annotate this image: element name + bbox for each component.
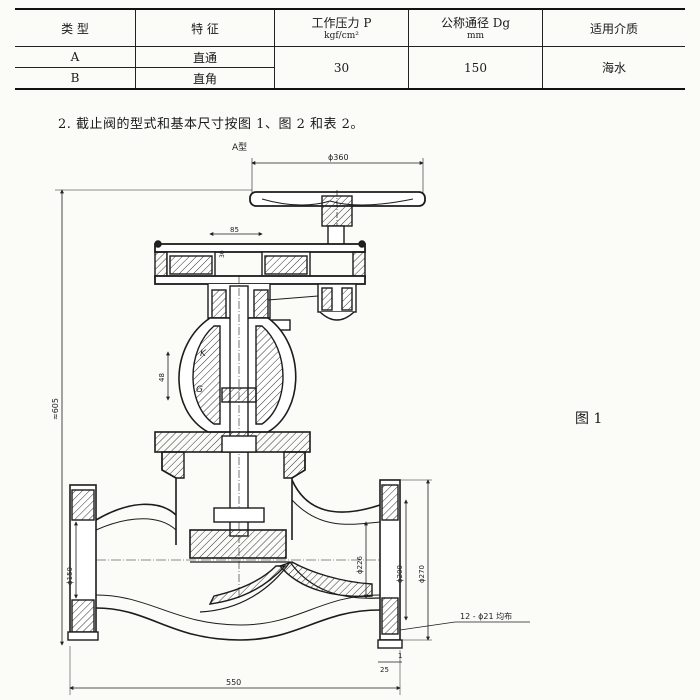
medium-value: 海水 — [542, 46, 685, 90]
header-diameter-unit: mm — [466, 31, 485, 41]
dim-30-label: 30 — [219, 250, 226, 258]
row-type: B — [15, 67, 136, 90]
table-row: A 直通 30 150 海水 — [15, 46, 685, 90]
dim-phi226-label: ϕ226 — [356, 555, 364, 574]
leader-line — [399, 621, 456, 631]
dim-48-label: 48 — [158, 373, 166, 382]
header-pressure: 工作压力 P kgf/cm² — [274, 8, 409, 47]
type-label: A型 — [232, 142, 247, 153]
dim-550-label: 550 — [226, 678, 241, 687]
spec-table: 类 型 特 征 工作压力 P kgf/cm² 公称通径 Dg mm 适用介质 A… — [15, 8, 685, 90]
label-k: K — [200, 349, 207, 359]
header-diameter-label: 公称通径 Dg — [440, 16, 511, 30]
gear-housing — [154, 240, 366, 285]
label-g: G — [196, 385, 203, 395]
row-feature: 直角 — [135, 67, 275, 90]
dim-85-label: 85 — [230, 226, 239, 234]
pressure-value: 30 — [274, 46, 409, 90]
valve-drawing: A型 ϕ360 85 30 — [51, 142, 530, 695]
valve-body — [67, 479, 403, 649]
spec-header-row: 类 型 特 征 工作压力 P kgf/cm² 公称通径 Dg mm 适用介质 — [15, 8, 685, 47]
header-pressure-unit: kgf/cm² — [324, 31, 359, 41]
body-neck — [161, 451, 306, 545]
dim-handwheel-label: ϕ360 — [328, 153, 349, 162]
bonnet-flange — [154, 431, 311, 453]
header-type: 类 型 — [15, 8, 136, 47]
dim-height-label: ≈605 — [51, 398, 60, 420]
figure-label: 图 1 — [575, 411, 603, 427]
header-pressure-label: 工作压力 P — [311, 16, 372, 30]
dim-25-label: 25 — [380, 666, 389, 674]
dim-phi150-label: ϕ150 — [66, 567, 74, 585]
stem-nut — [221, 387, 257, 403]
table-row: B 直角 — [15, 67, 685, 90]
valve-disc — [189, 507, 287, 559]
dim-phi200-label: ϕ200 — [396, 565, 404, 583]
pinion-shaft — [317, 283, 357, 321]
note-text: 2. 截止阀的型式和基本尺寸按图 1、图 2 和表 2。 — [58, 117, 364, 132]
header-feature: 特 征 — [135, 8, 275, 47]
handwheel — [249, 190, 426, 238]
dim-phi270-label: ϕ270 — [418, 565, 426, 583]
bolt-note: 12 - ϕ21 均布 — [460, 611, 512, 621]
row-feature: 直通 — [135, 46, 275, 68]
header-medium: 适用介质 — [542, 8, 685, 47]
row-type: A — [15, 46, 136, 68]
diameter-value: 150 — [408, 46, 543, 90]
header-diameter: 公称通径 Dg mm — [408, 8, 543, 47]
